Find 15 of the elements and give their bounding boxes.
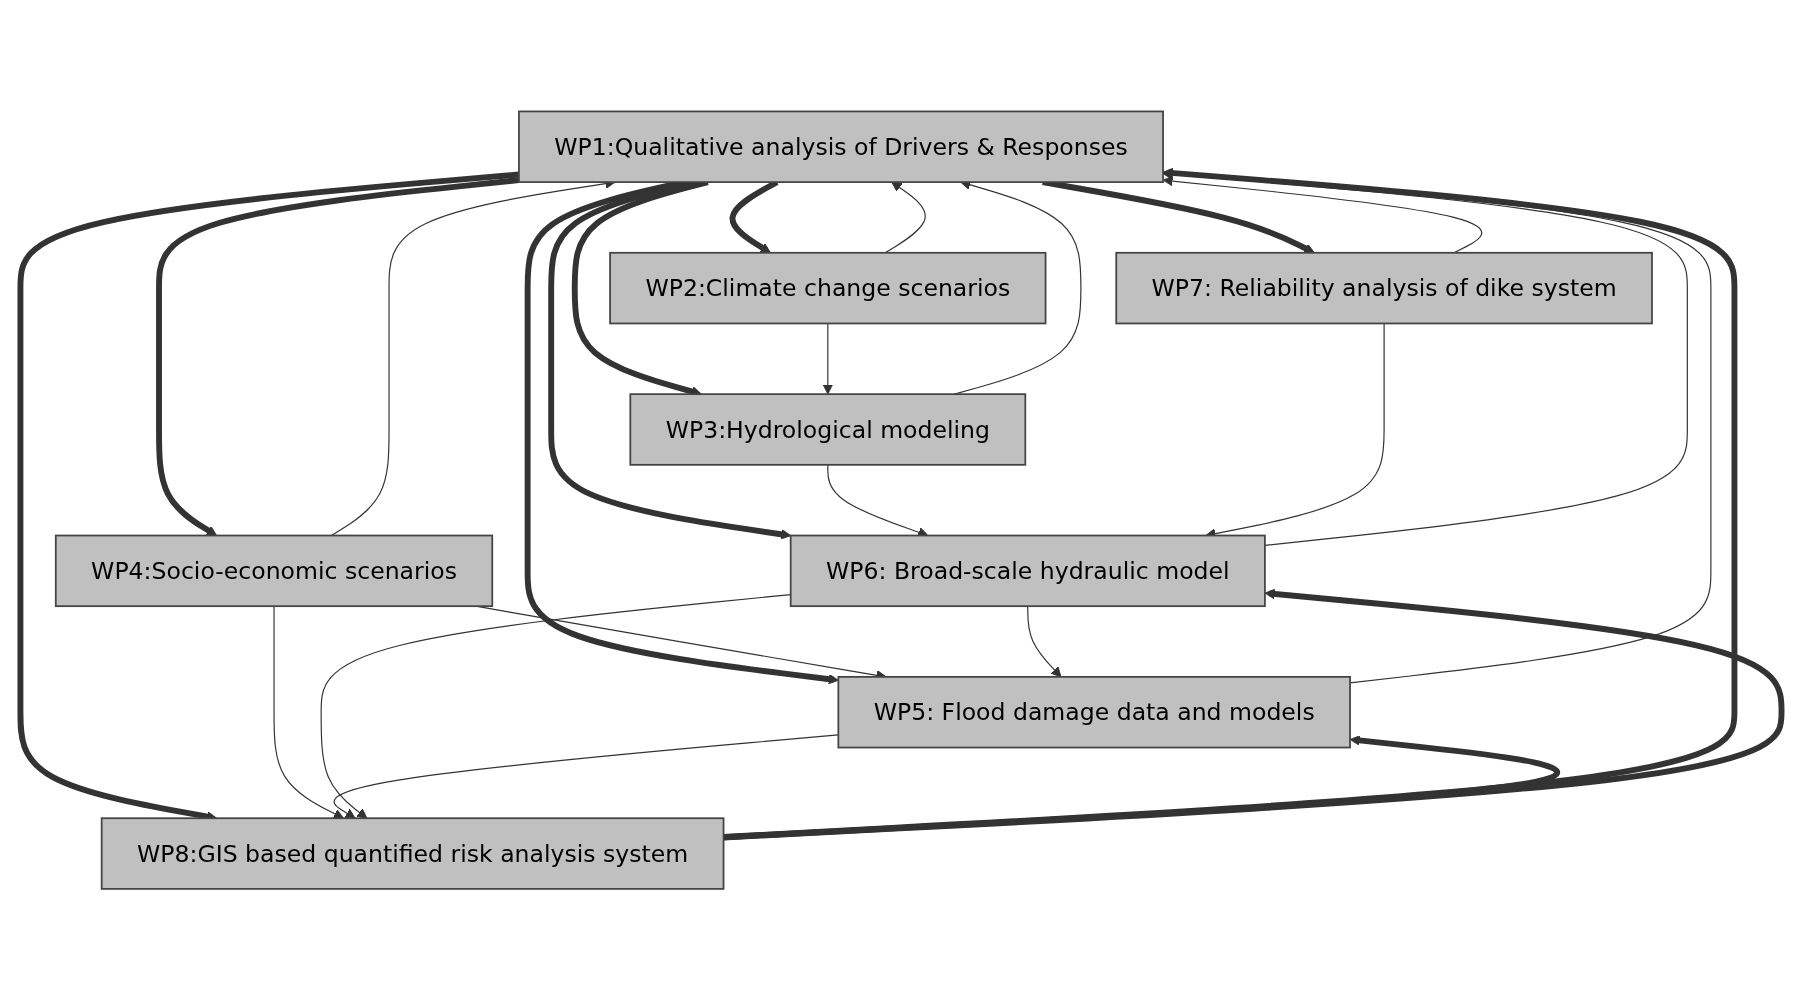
arrow (320, 593, 791, 819)
node-box: WP6: Broad-scale hydraulic model (789, 534, 1266, 607)
arrow (272, 605, 344, 819)
node-box: WP5: Flood damage data and models (836, 675, 1351, 749)
arrow (1162, 175, 1482, 254)
node-box: WP4:Socio-economic scenarios (54, 534, 493, 607)
node-box: WP3:Hydrological modeling (628, 393, 1026, 466)
node-box: WP8:GIS based quantified risk analysis system (100, 817, 724, 890)
arrow (155, 177, 519, 536)
node-box: WP7: Reliability analysis of dike system (1114, 251, 1653, 325)
node-box: WP1:Qualitative analysis of Drivers & Responses (517, 110, 1164, 183)
arrow (1026, 605, 1061, 678)
arrow (822, 322, 833, 395)
node-box: WP2:Climate change scenarios (608, 251, 1046, 325)
arrow (884, 181, 926, 254)
